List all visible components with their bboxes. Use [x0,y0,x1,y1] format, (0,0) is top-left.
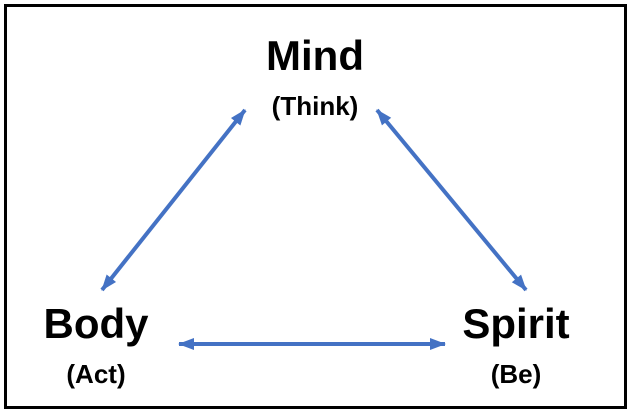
node-body-sublabel: (Act) [66,358,126,389]
edge-body-mind-double-arrow [100,108,247,292]
node-spirit-label: Spirit [462,300,570,347]
node-body: Body (Act) [44,300,149,388]
edge-mind-spirit-double-arrow [375,108,528,292]
node-mind-label: Mind [266,32,364,79]
node-spirit-sublabel: (Be) [490,358,542,389]
node-body-label: Body [43,300,149,347]
node-mind: Mind (Think) [266,32,364,120]
node-mind-sublabel: (Think) [271,90,359,121]
node-spirit: Spirit (Be) [462,300,569,388]
